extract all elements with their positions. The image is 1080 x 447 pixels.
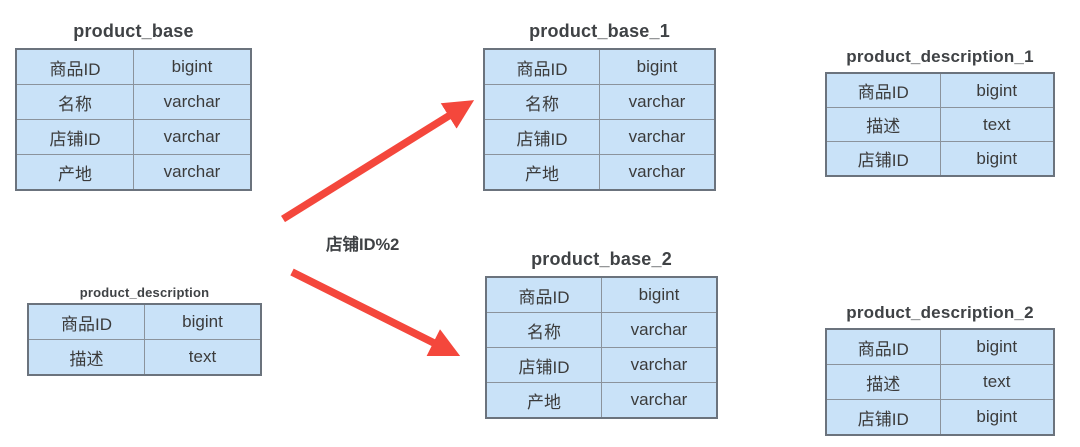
field-type: varchar	[630, 390, 688, 409]
field-name: 名称	[485, 85, 600, 119]
field-name: 店铺ID	[485, 120, 600, 154]
field-type: bigint	[182, 312, 223, 331]
shard-rule-label: 店铺ID%2	[326, 236, 400, 254]
field-name: 店铺ID	[827, 400, 941, 434]
table-grid: 商品ID bigint 名称 varchar 店铺ID varchar 产地 v…	[15, 48, 252, 191]
shard-arrow-top-icon	[281, 100, 475, 223]
field-type: varchar	[163, 162, 221, 181]
field-name: 描述	[827, 365, 941, 399]
field-type: varchar	[163, 92, 221, 111]
table-row: 商品ID bigint	[487, 278, 716, 312]
table-row: 名称 varchar	[17, 84, 250, 119]
table-row: 店铺ID varchar	[17, 119, 250, 154]
table-grid: 商品ID bigint 名称 varchar 店铺ID varchar 产地 v…	[483, 48, 716, 191]
field-name: 产地	[17, 155, 134, 189]
table-product-description-1: product_description_1 商品ID bigint 描述 tex…	[825, 47, 1055, 177]
field-name: 商品ID	[485, 50, 600, 84]
field-type: bigint	[636, 57, 678, 76]
field-name: 商品ID	[827, 74, 941, 107]
table-title: product_base_1	[529, 21, 670, 41]
field-type: bigint	[976, 337, 1018, 356]
table-title: product_base_2	[531, 249, 672, 269]
table-row: 产地 varchar	[485, 154, 714, 189]
field-type: varchar	[628, 92, 686, 111]
table-row: 描述 text	[29, 339, 260, 374]
field-name: 商品ID	[487, 278, 602, 312]
table-row: 描述 text	[827, 107, 1053, 141]
table-title: product_description_2	[846, 303, 1034, 322]
table-grid: 商品ID bigint 描述 text	[27, 303, 262, 376]
field-name: 店铺ID	[17, 120, 134, 154]
table-title: product_description_1	[846, 47, 1034, 66]
table-row: 店铺ID varchar	[487, 347, 716, 382]
table-row: 商品ID bigint	[827, 330, 1053, 364]
table-row: 描述 text	[827, 364, 1053, 399]
field-name: 商品ID	[29, 305, 145, 339]
field-type: bigint	[976, 80, 1018, 100]
table-product-description: product_description 商品ID bigint 描述 text	[27, 285, 262, 376]
field-name: 产地	[487, 383, 602, 417]
table-title: product_base	[73, 21, 194, 41]
table-row: 名称 varchar	[485, 84, 714, 119]
table-row: 店铺ID bigint	[827, 399, 1053, 434]
table-product-base: product_base 商品ID bigint 名称 varchar 店铺ID…	[15, 20, 252, 191]
field-name: 名称	[487, 313, 602, 347]
field-type: text	[983, 114, 1011, 134]
table-row: 商品ID bigint	[17, 50, 250, 84]
field-name: 名称	[17, 85, 134, 119]
field-type: bigint	[171, 57, 213, 76]
field-type: varchar	[628, 162, 686, 181]
field-type: text	[188, 347, 217, 366]
table-row: 店铺ID varchar	[485, 119, 714, 154]
field-type: text	[983, 372, 1011, 391]
field-name: 描述	[827, 108, 941, 141]
table-product-base-1: product_base_1 商品ID bigint 名称 varchar 店铺…	[483, 20, 716, 191]
field-type: varchar	[163, 127, 221, 146]
field-name: 店铺ID	[487, 348, 602, 382]
field-type: varchar	[628, 127, 686, 146]
table-row: 店铺ID bigint	[827, 141, 1053, 175]
table-product-description-2: product_description_2 商品ID bigint 描述 tex…	[825, 303, 1055, 436]
table-product-base-2: product_base_2 商品ID bigint 名称 varchar 店铺…	[485, 248, 718, 419]
field-name: 商品ID	[827, 330, 941, 364]
field-name: 产地	[485, 155, 600, 189]
table-row: 名称 varchar	[487, 312, 716, 347]
table-title: product_description	[79, 285, 210, 300]
field-name: 商品ID	[17, 50, 134, 84]
table-row: 商品ID bigint	[29, 305, 260, 339]
table-grid: 商品ID bigint 描述 text 店铺ID bigint	[825, 72, 1055, 177]
table-row: 商品ID bigint	[827, 74, 1053, 107]
field-name: 描述	[29, 340, 145, 374]
field-type: bigint	[976, 148, 1018, 168]
field-type: varchar	[630, 320, 688, 339]
field-type: bigint	[976, 407, 1018, 426]
table-row: 产地 varchar	[17, 154, 250, 189]
table-grid: 商品ID bigint 名称 varchar 店铺ID varchar 产地 v…	[485, 276, 718, 419]
table-row: 产地 varchar	[487, 382, 716, 417]
table-grid: 商品ID bigint 描述 text 店铺ID bigint	[825, 328, 1055, 436]
field-type: bigint	[638, 285, 680, 304]
field-type: varchar	[630, 355, 688, 374]
table-row: 商品ID bigint	[485, 50, 714, 84]
shard-arrow-bottom-icon	[290, 268, 461, 357]
field-name: 店铺ID	[827, 142, 941, 175]
